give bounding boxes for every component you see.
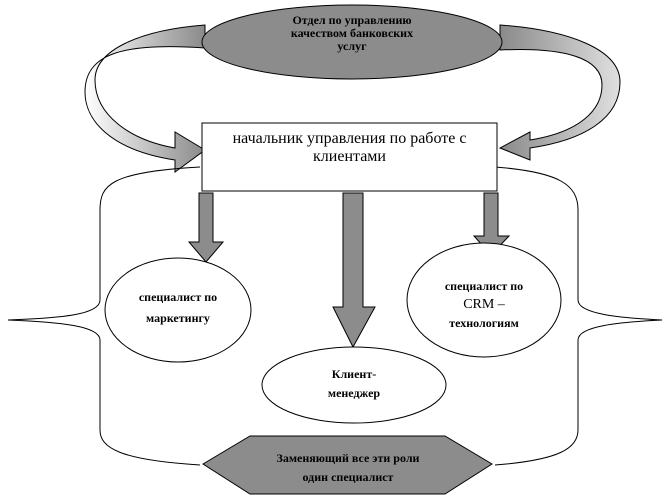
head-box-label: начальник управления по работе с клиента… (204, 130, 495, 165)
crm-label: специалист по CRM – технологиям (424, 279, 544, 330)
quality-dept-line2: качеством банковских (290, 26, 414, 41)
head-box-line1: начальник управления по работе с (232, 130, 467, 147)
crm-line1: специалист по (444, 279, 524, 293)
crm-line3: технологиям (449, 315, 519, 330)
quality-dept-line1: Отдел по управлению (292, 13, 412, 27)
single-specialist-line1: Заменяющий все эти роли (276, 451, 420, 465)
client-manager-ellipse (261, 346, 447, 424)
head-box-line2: клиентами (313, 147, 386, 165)
marketing-line1: специалист по (138, 290, 218, 304)
quality-dept-line3: услуг (337, 39, 367, 54)
single-specialist-hexagon (202, 435, 493, 495)
right-brace (494, 166, 663, 466)
left-curved-arrow (84, 24, 206, 173)
marketing-ellipse (104, 257, 252, 363)
arrow-to-marketing (187, 192, 225, 263)
quality-dept-label: Отдел по управлению качеством банковских… (242, 13, 462, 54)
marketing-line2: маркетингу (146, 311, 210, 326)
arrow-to-client-manager (332, 192, 376, 349)
single-specialist-label: Заменяющий все эти роли один специалист (230, 451, 466, 485)
head-box (201, 122, 498, 192)
marketing-label: специалист по маркетингу (118, 290, 238, 326)
right-curved-arrow (498, 24, 621, 161)
client-manager-line2: менеджер (327, 386, 381, 401)
crm-ellipse (406, 242, 562, 358)
client-manager-label: Клиент- менеджер (294, 367, 414, 401)
crm-line2: CRM – (463, 297, 505, 313)
single-specialist-line2: один специалист (302, 470, 394, 485)
quality-dept-ellipse (201, 4, 503, 80)
client-manager-line1: Клиент- (331, 367, 377, 381)
left-brace (7, 166, 201, 466)
